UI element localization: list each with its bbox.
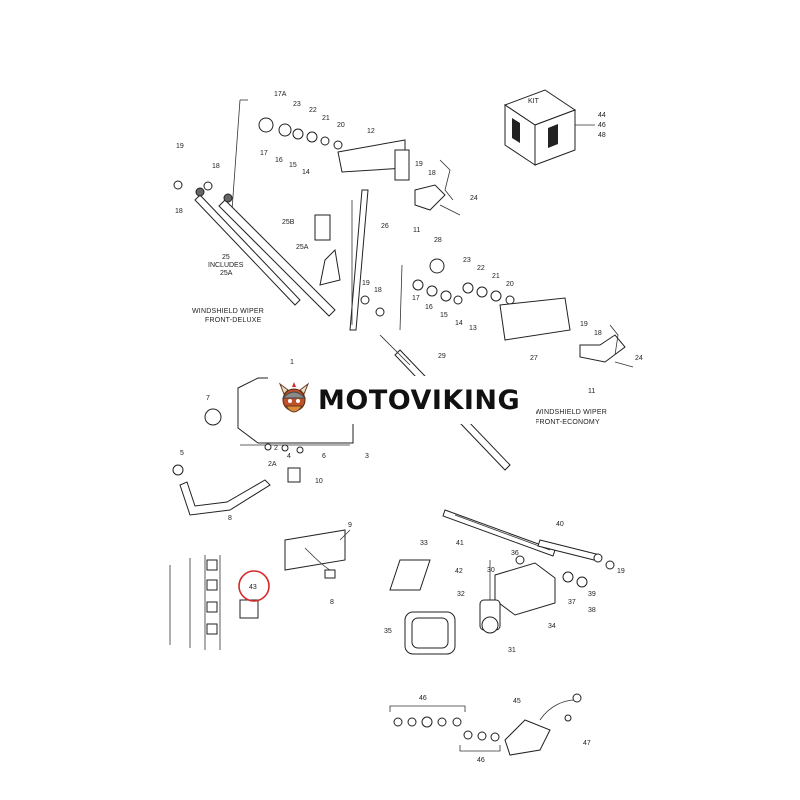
part-number: 24 bbox=[635, 355, 643, 362]
part-number: 41 bbox=[456, 540, 464, 547]
rear-wiper-assembly bbox=[389, 509, 615, 655]
part-number: 42 bbox=[455, 568, 463, 575]
part-number: 4 bbox=[287, 453, 291, 460]
part-number: 22 bbox=[477, 265, 485, 272]
caption-includes: 25 bbox=[222, 254, 230, 261]
part-number: 18 bbox=[212, 163, 220, 170]
part-number: 7 bbox=[206, 395, 210, 402]
part-number: 31 bbox=[508, 647, 516, 654]
part-number: 8 bbox=[228, 515, 232, 522]
kit-box: KIT 44 46 48 bbox=[503, 89, 606, 166]
part-number: 19 bbox=[617, 568, 625, 575]
part-number: 25A bbox=[296, 244, 309, 251]
front-economy-assembly bbox=[360, 258, 634, 471]
caption-front-deluxe: FRONT-DELUXE bbox=[205, 317, 262, 324]
part-number: 1 bbox=[290, 359, 294, 366]
part-number: 24 bbox=[470, 195, 478, 202]
part-number: 11 bbox=[413, 227, 420, 234]
leaf-logo-icon bbox=[548, 124, 558, 148]
caption-front-economy: WINDSHIELD WIPER bbox=[535, 409, 607, 416]
front-deluxe-assembly bbox=[173, 99, 461, 331]
part-number: 20 bbox=[506, 281, 514, 288]
part-number: 17 bbox=[260, 150, 268, 157]
part-number: 6 bbox=[322, 453, 326, 460]
part-number: 5 bbox=[180, 450, 184, 457]
hardware-kit bbox=[389, 693, 582, 756]
part-number: 19 bbox=[415, 161, 423, 168]
caption-front-economy: FRONT-ECONOMY bbox=[535, 419, 600, 426]
part-number: 13 bbox=[469, 325, 477, 332]
leaf-logo-icon bbox=[512, 118, 520, 143]
kit-number: 48 bbox=[598, 132, 606, 139]
part-number: 2 bbox=[274, 445, 278, 452]
part-number: 19 bbox=[580, 321, 588, 328]
highlight-circle bbox=[238, 570, 270, 602]
part-number: 18 bbox=[594, 330, 602, 337]
kit-label: KIT bbox=[528, 98, 540, 105]
part-number: 15 bbox=[289, 162, 297, 169]
part-number: 26 bbox=[381, 223, 389, 230]
part-number: 16 bbox=[275, 157, 283, 164]
part-number: 19 bbox=[362, 280, 370, 287]
part-number: 21 bbox=[492, 273, 500, 280]
part-number: 38 bbox=[588, 607, 596, 614]
caption-includes: 25A bbox=[220, 270, 233, 277]
part-number: 18 bbox=[428, 170, 436, 177]
part-number: 28 bbox=[434, 237, 442, 244]
part-number: 16 bbox=[425, 304, 433, 311]
part-number: 19 bbox=[176, 143, 184, 150]
kit-number: 46 bbox=[598, 122, 606, 129]
part-number: 45 bbox=[513, 698, 521, 705]
part-number: 35 bbox=[384, 628, 392, 635]
part-number: 39 bbox=[588, 591, 596, 598]
door-panel bbox=[169, 555, 270, 650]
part-number: 32 bbox=[457, 591, 465, 598]
part-number: 17A bbox=[274, 91, 287, 98]
part-number: 10 bbox=[315, 478, 323, 485]
part-number: 47 bbox=[583, 740, 591, 747]
kit-number: 44 bbox=[598, 112, 606, 119]
part-number: 29 bbox=[438, 353, 446, 360]
part-number: 2A bbox=[268, 461, 277, 468]
part-number: 23 bbox=[293, 101, 301, 108]
part-number: 3 bbox=[365, 453, 369, 460]
part-number: 20 bbox=[337, 122, 345, 129]
part-number: 25B bbox=[282, 219, 295, 226]
part-number: 27 bbox=[530, 355, 538, 362]
watermark-banner: MOTOVIKING bbox=[268, 376, 536, 424]
part-number: 9 bbox=[348, 522, 352, 529]
part-number: 33 bbox=[420, 540, 428, 547]
caption-includes: INCLUDES bbox=[208, 262, 244, 269]
part-number: 40 bbox=[556, 521, 564, 528]
caption-front-deluxe: WINDSHIELD WIPER bbox=[192, 308, 264, 315]
part-number: 14 bbox=[302, 169, 310, 176]
part-number: 36 bbox=[511, 550, 519, 557]
part-number: 30 bbox=[487, 567, 495, 574]
part-number: 23 bbox=[463, 257, 471, 264]
part-number: 22 bbox=[309, 107, 317, 114]
part-number: 46 bbox=[419, 695, 427, 702]
part-number: 46 bbox=[477, 757, 485, 764]
part-number: 43 bbox=[249, 584, 257, 591]
part-number: 17 bbox=[412, 295, 420, 302]
watermark-text: MOTOVIKING bbox=[318, 384, 521, 416]
bracket-sensor bbox=[284, 529, 351, 579]
part-number: 18 bbox=[175, 208, 183, 215]
part-number: 21 bbox=[322, 115, 330, 122]
part-number: 18 bbox=[374, 287, 382, 294]
part-number: 15 bbox=[440, 312, 448, 319]
part-number: 34 bbox=[548, 623, 556, 630]
viking-mascot-icon bbox=[278, 382, 310, 413]
part-number: 14 bbox=[455, 320, 463, 327]
part-number: 37 bbox=[568, 599, 576, 606]
part-number: 12 bbox=[367, 128, 375, 135]
part-number: 8 bbox=[330, 599, 334, 606]
part-number: 11 bbox=[588, 388, 595, 395]
